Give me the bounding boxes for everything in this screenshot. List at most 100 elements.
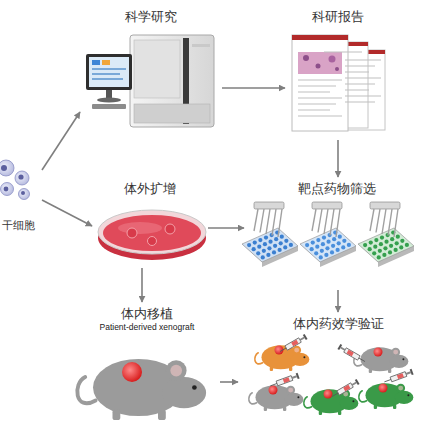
treated-mice-part	[379, 384, 388, 393]
sequencer-machine	[86, 35, 214, 127]
treated-mice-part	[324, 390, 333, 399]
well-plates-part	[253, 241, 257, 245]
well-plates-part	[260, 209, 264, 233]
xenograft-mouse-part	[77, 359, 206, 420]
stem-cells-part	[18, 174, 23, 179]
well-plates-part	[254, 209, 258, 231]
well-plates-part	[342, 239, 346, 243]
well-plates-part	[278, 209, 282, 237]
well-plates-part	[312, 209, 316, 231]
well-plates-part	[273, 244, 277, 248]
report-pages-part	[303, 55, 309, 61]
process-node: 体内移植Patient-derived xenograft	[62, 302, 220, 418]
flow-arrow	[220, 381, 238, 383]
flow-arrow	[42, 200, 92, 226]
treated-mice-part	[383, 369, 413, 385]
well-plates-part	[400, 239, 404, 243]
well-plates-part	[314, 251, 318, 255]
sequencer-machine-part	[92, 60, 100, 65]
well-plates-part	[374, 238, 378, 242]
well-plates-part	[369, 241, 373, 245]
well-plates-part	[338, 235, 342, 239]
flow-arrow	[222, 87, 285, 89]
treated-mice-part	[269, 386, 278, 395]
report-pages	[292, 35, 385, 131]
stem-cells-part	[1, 183, 14, 196]
stem-cells-part	[4, 187, 9, 192]
treated-mice-part	[337, 344, 366, 364]
well-plates-part	[324, 253, 328, 257]
petri-dish-part	[103, 215, 201, 251]
treated-mice-part	[374, 348, 383, 357]
report-pages-part	[292, 35, 348, 131]
well-plates-part	[325, 246, 329, 250]
xenograft-mouse	[77, 359, 206, 420]
node-subtitle: Patient-derived xenograft	[100, 322, 195, 332]
well-plates-part	[247, 243, 251, 247]
well-plates-part	[363, 243, 367, 247]
well-plates-part	[311, 241, 315, 245]
well-plates-part	[272, 209, 276, 236]
well-plates-part	[256, 251, 260, 255]
stem-cells-part	[21, 191, 25, 195]
treated-mice-part	[304, 389, 359, 415]
report-pages-part-part	[298, 116, 342, 117]
well-plates-part	[274, 237, 278, 241]
flow-arrow	[337, 290, 339, 312]
well-plates	[242, 202, 414, 267]
well-plates-part	[263, 242, 267, 246]
well-plates-part	[336, 248, 340, 252]
stem-cells-part	[15, 171, 29, 185]
well-plates-part	[330, 250, 334, 254]
well-plates-part	[283, 245, 287, 249]
well-plates-part	[300, 228, 356, 262]
node-heading: 体外扩增	[124, 181, 176, 197]
well-plates-part	[315, 245, 319, 249]
xenograft-mouse-part	[122, 362, 142, 382]
node-heading: 靶点药物筛选	[298, 181, 376, 197]
sequencer-machine-part	[130, 35, 214, 127]
sequencer-machine-part	[92, 104, 126, 109]
sequencer-machine-part	[134, 104, 210, 123]
node-heading: 体内移植	[121, 306, 173, 322]
treated-mice-part	[269, 373, 299, 389]
petri-dish-part	[118, 222, 162, 234]
well-plates-part	[289, 243, 293, 247]
treated-mice-part	[279, 334, 308, 354]
well-plates-part	[262, 249, 266, 253]
treated-mice-part	[255, 345, 310, 371]
flow-arrow	[337, 140, 339, 177]
well-plates-part	[261, 255, 265, 259]
well-plates-part	[368, 247, 372, 251]
report-pages-part-part	[345, 84, 375, 85]
stem-cells-part	[1, 165, 7, 171]
report-pages-part-part	[298, 110, 330, 111]
well-plates-part	[373, 245, 377, 249]
well-plates-part	[388, 250, 392, 254]
well-plates-part	[394, 248, 398, 252]
node-heading: 干细胞	[2, 219, 35, 232]
well-plates-part	[332, 237, 336, 241]
well-plates-part	[376, 209, 380, 233]
petri-dish-part	[148, 237, 157, 246]
report-pages-part	[329, 56, 336, 63]
process-node: 体内药效学验证	[238, 312, 418, 418]
report-pages-part	[316, 64, 321, 69]
petri-dish-part	[127, 228, 137, 238]
report-pages-part	[292, 35, 348, 40]
treated-mice-part	[359, 383, 414, 409]
well-plates-part	[310, 247, 314, 251]
report-pages-part-part	[298, 98, 342, 99]
well-plates-part	[331, 244, 335, 248]
well-plates-part	[388, 209, 392, 236]
sequencer-machine-part	[89, 57, 129, 87]
report-pages-part-part	[345, 72, 369, 73]
process-node: 干细胞	[2, 160, 42, 232]
well-plates-part	[324, 209, 328, 234]
treated-mice-part	[331, 379, 360, 399]
petri-dish-part	[98, 210, 206, 254]
report-pages-part-part	[298, 92, 330, 93]
report-pages-part-part	[298, 86, 336, 87]
well-plates-part	[284, 239, 288, 243]
